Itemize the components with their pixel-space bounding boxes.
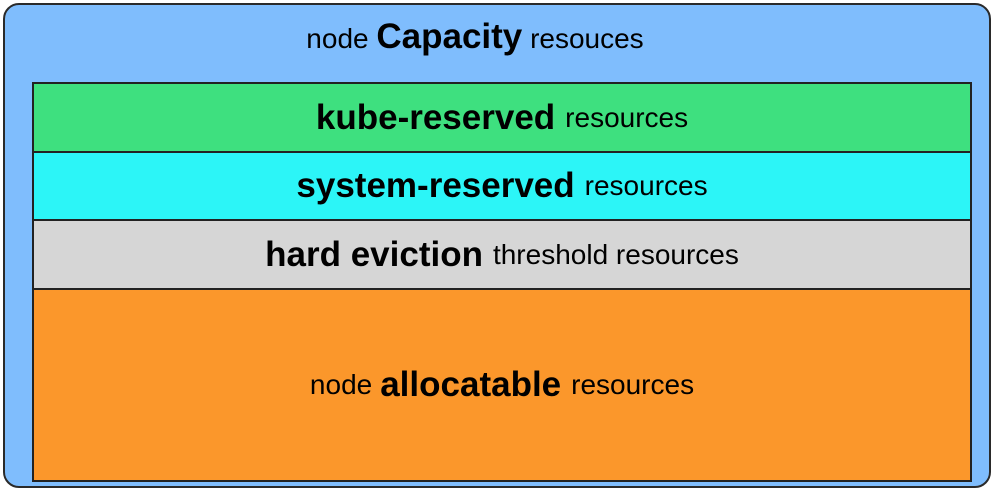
allocatable-bold: allocatable — [380, 365, 562, 404]
allocatable-suffix: resources — [571, 369, 695, 400]
system-reserved-suffix: resources — [584, 170, 708, 201]
kube-reserved-layer: kube-reserved resources — [34, 84, 970, 153]
kube-reserved-bold: kube-reserved — [315, 97, 556, 137]
capacity-prefix: node — [306, 23, 369, 54]
kube-reserved-suffix: resources — [565, 101, 689, 133]
hard-eviction-suffix: threshold resources — [492, 238, 739, 270]
node-capacity-box: node Capacity resouces kube-reserved res… — [3, 3, 991, 488]
resource-stack: kube-reserved resources system-reserved … — [32, 82, 972, 482]
system-reserved-layer: system-reserved resources — [34, 153, 970, 221]
hard-eviction-layer: hard eviction threshold resources — [34, 221, 970, 290]
capacity-title: node Capacity resouces — [5, 17, 945, 57]
capacity-suffix: resouces — [530, 23, 644, 54]
allocatable-layer: node allocatable resources — [34, 290, 970, 480]
hard-eviction-bold: hard eviction — [265, 234, 483, 274]
allocatable-prefix: node — [309, 369, 373, 400]
capacity-bold: Capacity — [376, 17, 523, 56]
system-reserved-bold: system-reserved — [296, 166, 575, 205]
